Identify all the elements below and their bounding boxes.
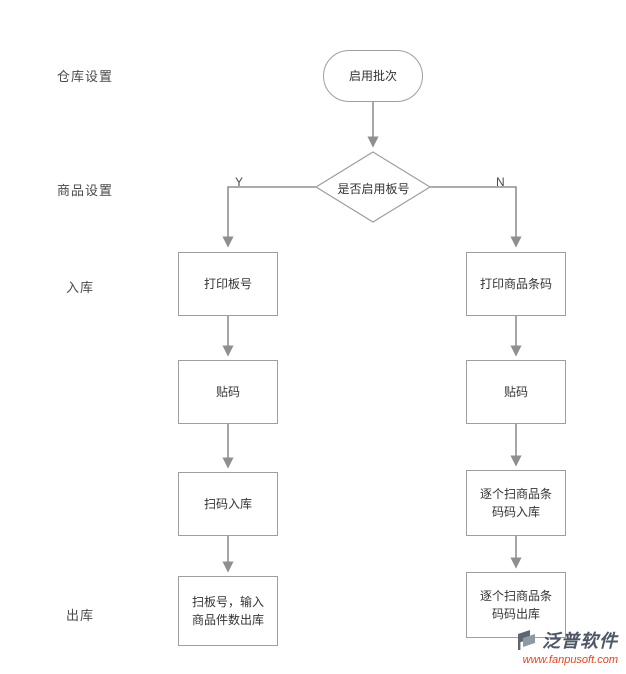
fanpu-logo-icon [516, 629, 538, 651]
decision-label: 是否启用板号 [337, 182, 410, 196]
step-scan-barcode-outbound: 逐个扫商品条 码码出库 [466, 572, 566, 638]
watermark: 泛普软件 www.fanpusoft.com [516, 627, 618, 666]
step-attach-code-right: 贴码 [466, 360, 566, 424]
decision-diamond [314, 151, 432, 223]
watermark-url: www.fanpusoft.com [522, 654, 618, 666]
step-scan-barcode-inbound: 逐个扫商品条 码码入库 [466, 470, 566, 536]
lane-label-inbound: 入库 [66, 280, 95, 295]
step-attach-code-left: 贴码 [178, 360, 278, 424]
start-node-enable-batch: 启用批次 [323, 50, 423, 102]
step-print-product-barcode: 打印商品条码 [466, 252, 566, 316]
lane-label-outbound: 出库 [66, 608, 95, 623]
watermark-brand: 泛普软件 [542, 631, 618, 651]
branch-label-no: N [496, 175, 505, 189]
step-scan-inbound: 扫码入库 [178, 472, 278, 536]
lane-label-warehouse-settings: 仓库设置 [57, 69, 114, 84]
step-print-pallet-number: 打印板号 [178, 252, 278, 316]
branch-label-yes: Y [235, 175, 244, 189]
step-scan-pallet-outbound: 扫板号，输入 商品件数出库 [178, 576, 278, 646]
lane-label-product-settings: 商品设置 [57, 183, 114, 198]
